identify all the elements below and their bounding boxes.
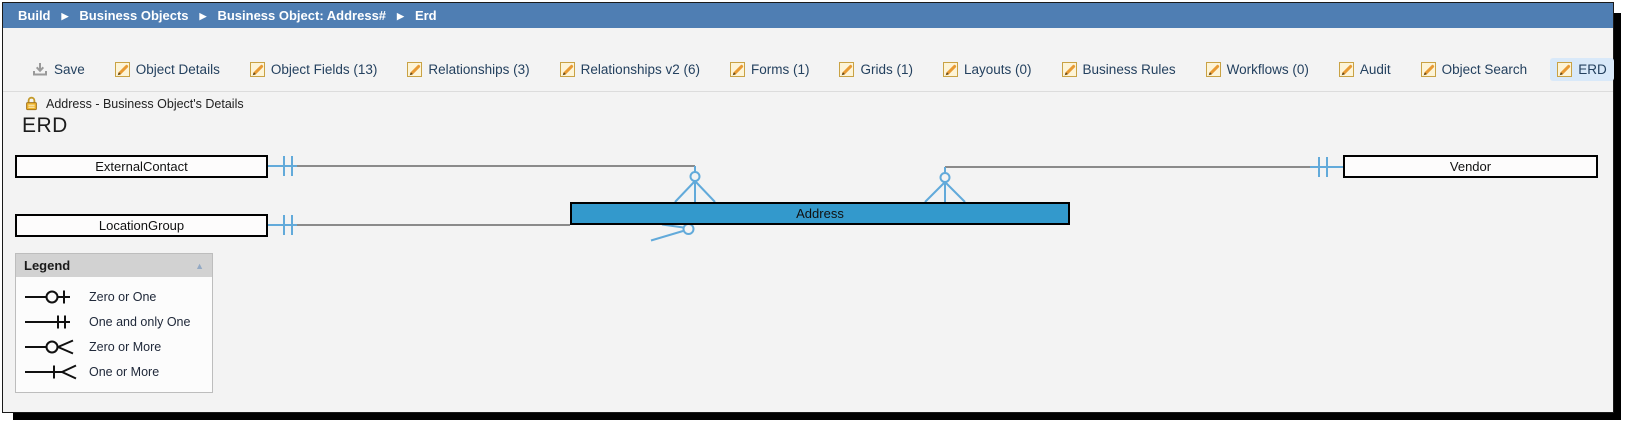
entity-locationgroup[interactable]: LocationGroup xyxy=(15,214,268,237)
toolbar-item-label: Layouts (0) xyxy=(964,61,1032,77)
pencil-icon xyxy=(1557,61,1573,77)
toolbar-item-grids[interactable]: Grids (1) xyxy=(832,58,920,81)
pencil-icon xyxy=(407,61,423,77)
pencil-icon xyxy=(943,61,958,77)
entity-externalcontact[interactable]: ExternalContact xyxy=(15,155,268,178)
breadcrumb-separator-icon: ▶ xyxy=(61,11,69,21)
legend-item-zero-or-more: Zero or More xyxy=(24,334,212,359)
toolbar-item-forms[interactable]: Forms (1) xyxy=(723,58,817,81)
toolbar-item-label: Audit xyxy=(1359,61,1391,77)
pencil-icon xyxy=(114,61,130,77)
entity-vendor[interactable]: Vendor xyxy=(1343,155,1598,178)
breadcrumb-item-business-object-address[interactable]: Business Object: Address# xyxy=(217,8,387,23)
toolbar-item-relationships[interactable]: Relationships (3) xyxy=(400,58,536,81)
toolbar-item-business-rules[interactable]: Business Rules xyxy=(1055,58,1183,81)
legend-item-one-and-only-one: One and only One xyxy=(24,309,212,334)
app-window: Build ▶ Business Objects ▶ Business Obje… xyxy=(2,2,1614,413)
pencil-icon xyxy=(1205,61,1221,77)
legend-item-label: Zero or One xyxy=(89,289,157,304)
toolbar-item-label: Object Details xyxy=(135,61,220,77)
toolbar-divider xyxy=(3,91,1613,92)
breadcrumb-item-business-objects[interactable]: Business Objects xyxy=(79,8,189,23)
toolbar-item-relationships-v2[interactable]: Relationships v2 (6) xyxy=(553,58,707,81)
pencil-icon xyxy=(249,61,265,77)
zero-or-one-symbol-icon xyxy=(24,288,78,306)
legend-item-label: One or More xyxy=(89,364,160,379)
zero-or-more-symbol-icon xyxy=(24,338,78,356)
toolbar-item-label: Relationships (3) xyxy=(428,61,530,77)
pencil-icon xyxy=(839,61,855,77)
legend-item-zero-or-one: Zero or One xyxy=(24,284,212,309)
toolbar-item-object-details[interactable]: Object Details xyxy=(108,58,227,81)
pencil-icon xyxy=(1061,61,1077,77)
legend-header[interactable]: Legend ▲ xyxy=(16,254,212,277)
legend-panel: Legend ▲ Zero or One One and only One xyxy=(15,253,213,393)
toolbar-item-layouts[interactable]: Layouts (0) xyxy=(936,58,1039,81)
save-icon xyxy=(32,62,48,77)
toolbar-item-label: Grids (1) xyxy=(860,61,913,77)
toolbar: Save Object Details Object Fields (13) R… xyxy=(25,56,1614,82)
toolbar-item-save[interactable]: Save xyxy=(25,58,92,81)
one-and-only-one-symbol-icon xyxy=(24,313,78,331)
legend-body: Zero or One One and only One Zero or Mor… xyxy=(16,277,212,392)
breadcrumb: Build ▶ Business Objects ▶ Business Obje… xyxy=(3,3,1613,28)
legend-item-label: Zero or More xyxy=(89,339,162,354)
toolbar-item-label: Object Fields (13) xyxy=(270,61,378,77)
breadcrumb-separator-icon: ▶ xyxy=(397,11,404,21)
connector-vendor-address xyxy=(924,157,1343,203)
toolbar-item-object-fields[interactable]: Object Fields (13) xyxy=(243,58,385,81)
pencil-icon xyxy=(729,61,745,77)
legend-item-label: One and only One xyxy=(89,314,191,329)
one-or-more-symbol-icon xyxy=(24,363,78,381)
legend-item-one-or-more: One or More xyxy=(24,359,212,384)
toolbar-item-label: Business Rules xyxy=(1082,61,1176,77)
toolbar-item-label: Forms (1) xyxy=(750,61,810,77)
lock-icon xyxy=(24,96,39,111)
toolbar-item-label: Save xyxy=(54,61,85,77)
breadcrumb-separator-icon: ▶ xyxy=(199,11,207,21)
toolbar-item-audit[interactable]: Audit xyxy=(1332,58,1398,81)
page-title: ERD xyxy=(22,114,68,137)
breadcrumb-item-build[interactable]: Build xyxy=(18,8,51,23)
toolbar-item-workflows[interactable]: Workflows (0) xyxy=(1199,58,1316,81)
connector-externalcontact-address xyxy=(268,156,716,203)
breadcrumb-item-erd[interactable]: Erd xyxy=(414,8,437,23)
toolbar-item-label: Relationships v2 (6) xyxy=(580,61,700,77)
object-details-subtitle: Address - Business Object's Details xyxy=(24,96,244,111)
toolbar-item-label: Object Search xyxy=(1441,61,1528,77)
pencil-icon xyxy=(1338,61,1354,77)
toolbar-item-erd[interactable]: ERD xyxy=(1550,57,1614,81)
entity-address[interactable]: Address xyxy=(570,202,1070,225)
toolbar-item-label: Workflows (0) xyxy=(1226,61,1309,77)
toolbar-item-object-search[interactable]: Object Search xyxy=(1414,58,1535,81)
subtitle-text: Address - Business Object's Details xyxy=(46,96,244,111)
legend-title: Legend xyxy=(24,258,71,273)
pencil-icon xyxy=(559,61,575,77)
collapse-triangle-icon: ▲ xyxy=(195,260,204,271)
toolbar-item-label: ERD xyxy=(1578,61,1607,77)
pencil-icon xyxy=(1420,61,1436,77)
